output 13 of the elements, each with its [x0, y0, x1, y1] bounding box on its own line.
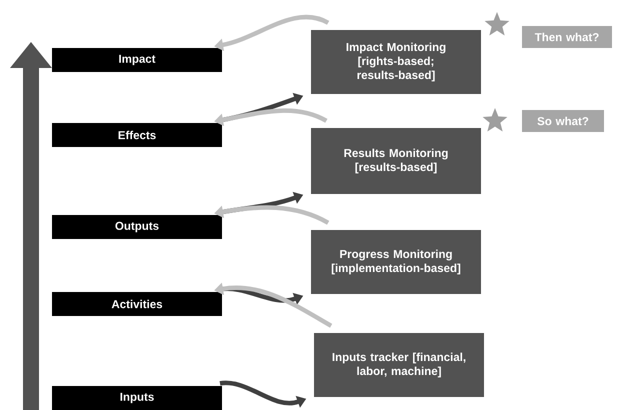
stage-box: Activities [52, 292, 222, 316]
monitoring-box: Progress Monitoring [implementation-based] [311, 230, 481, 294]
star-icon [484, 12, 510, 36]
stage-box: Outputs [52, 215, 222, 239]
stage-box: Effects [52, 123, 222, 147]
monitoring-box: Results Monitoring [results-based] [311, 128, 481, 194]
stage-box: Impact [52, 48, 222, 72]
monitoring-box: Impact Monitoring [rights-based; results-based] [311, 30, 481, 94]
star-icon [482, 108, 508, 132]
question-box: Then what? [522, 26, 612, 48]
question-box: So what? [522, 110, 604, 132]
stage-box: Inputs [52, 386, 222, 410]
monitoring-box: Inputs tracker [financial, labor, machine] [314, 333, 484, 397]
